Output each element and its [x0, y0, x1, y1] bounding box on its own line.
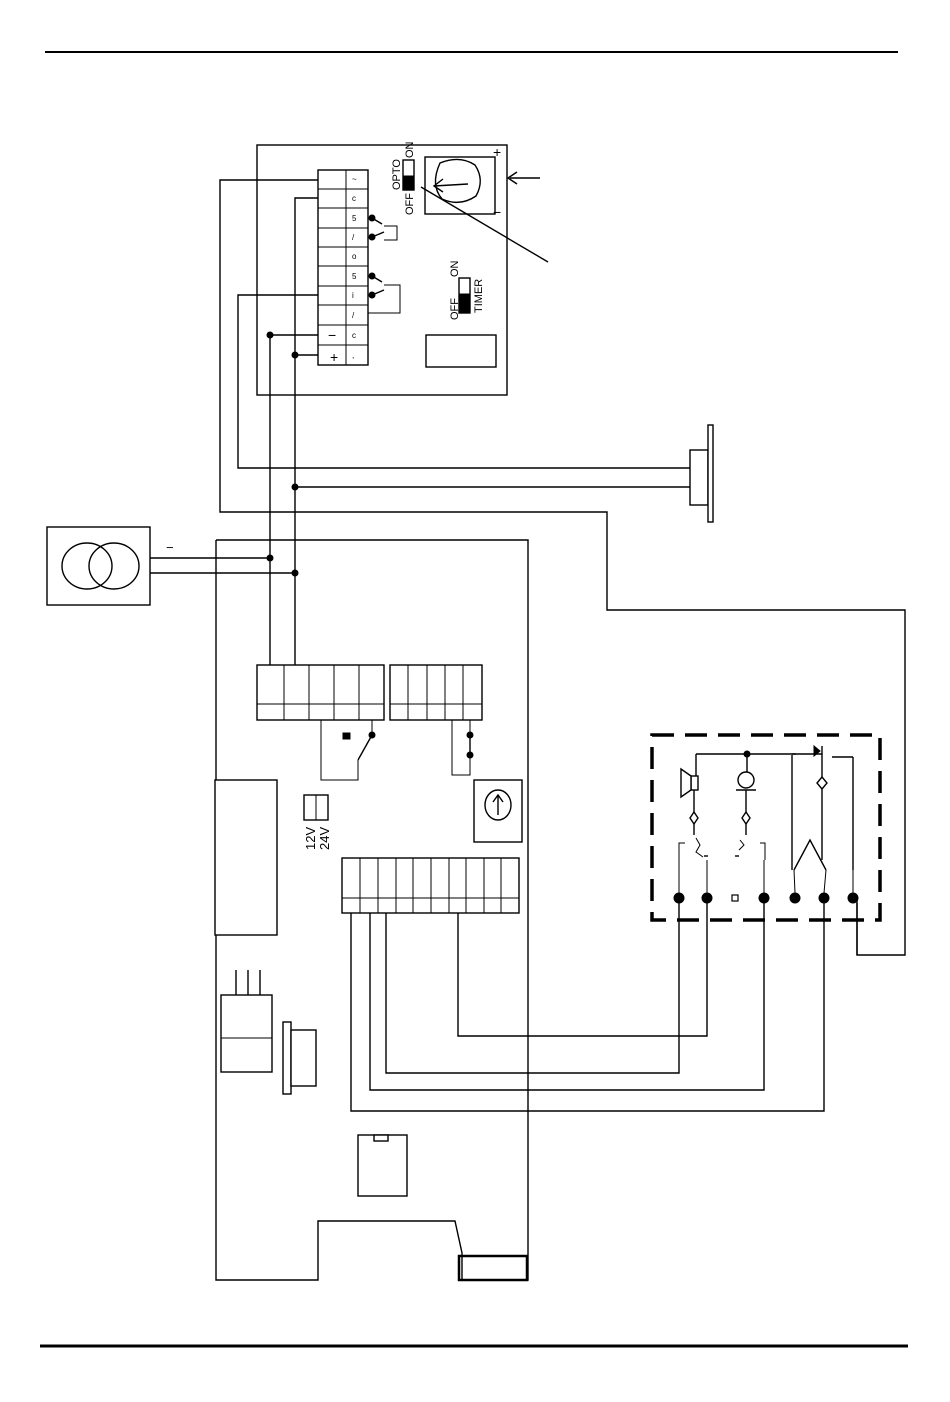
main-relay-contact	[321, 720, 375, 780]
svg-text:~: ~	[352, 175, 357, 184]
transformer: −	[47, 527, 298, 605]
microphone-icon	[735, 754, 765, 860]
lower-wiring	[351, 903, 857, 1111]
upper-board-component	[426, 335, 496, 367]
timer-label: TIMER	[473, 279, 485, 313]
timer-off-label: OFF	[449, 298, 461, 320]
intercom-terminals	[674, 850, 858, 903]
svg-text:o: o	[352, 252, 357, 261]
main-terminal-block-right	[390, 665, 482, 720]
rotary-trimmer[interactable]	[474, 780, 522, 842]
opto-on-label: ON	[404, 141, 416, 158]
upper-terminal-block: ~ c 5 / o 5 i / c , − +	[318, 170, 368, 365]
main-board-module	[215, 780, 277, 935]
pot-plus-label: +	[493, 144, 501, 160]
svg-text:c: c	[352, 331, 356, 340]
intercom-unit	[652, 735, 880, 920]
main-terminal-block-left	[257, 665, 384, 720]
opto-label: OPTO	[391, 159, 403, 190]
main-terminal-block-bottom	[342, 858, 519, 913]
chip	[358, 1135, 407, 1196]
opto-off-label: OFF	[404, 193, 416, 215]
push-button[interactable]	[690, 425, 713, 522]
speaker-icon	[679, 754, 708, 857]
terminal-minus-label: −	[328, 327, 336, 343]
v12-label: 12V	[303, 827, 318, 850]
svg-text:5: 5	[352, 214, 357, 223]
door-release-icon	[792, 746, 853, 870]
voltage-selector[interactable]: 12V 24V	[303, 795, 332, 850]
transformer-minus-label: −	[166, 540, 174, 555]
svg-text:,: ,	[352, 351, 354, 360]
main-board: 12V 24V	[215, 540, 528, 1280]
pot-minus-label: −	[493, 204, 501, 220]
timer-on-label: ON	[449, 260, 461, 277]
v24-label: 24V	[317, 827, 332, 850]
svg-text:c: c	[352, 194, 356, 203]
fuse-holder	[283, 1022, 316, 1094]
bottom-connector	[459, 1256, 527, 1280]
terminal-plus-label: +	[330, 349, 338, 365]
svg-text:i: i	[352, 291, 354, 300]
svg-text:5: 5	[352, 272, 357, 281]
pin-connector	[221, 970, 272, 1072]
main-jumper	[452, 720, 473, 775]
